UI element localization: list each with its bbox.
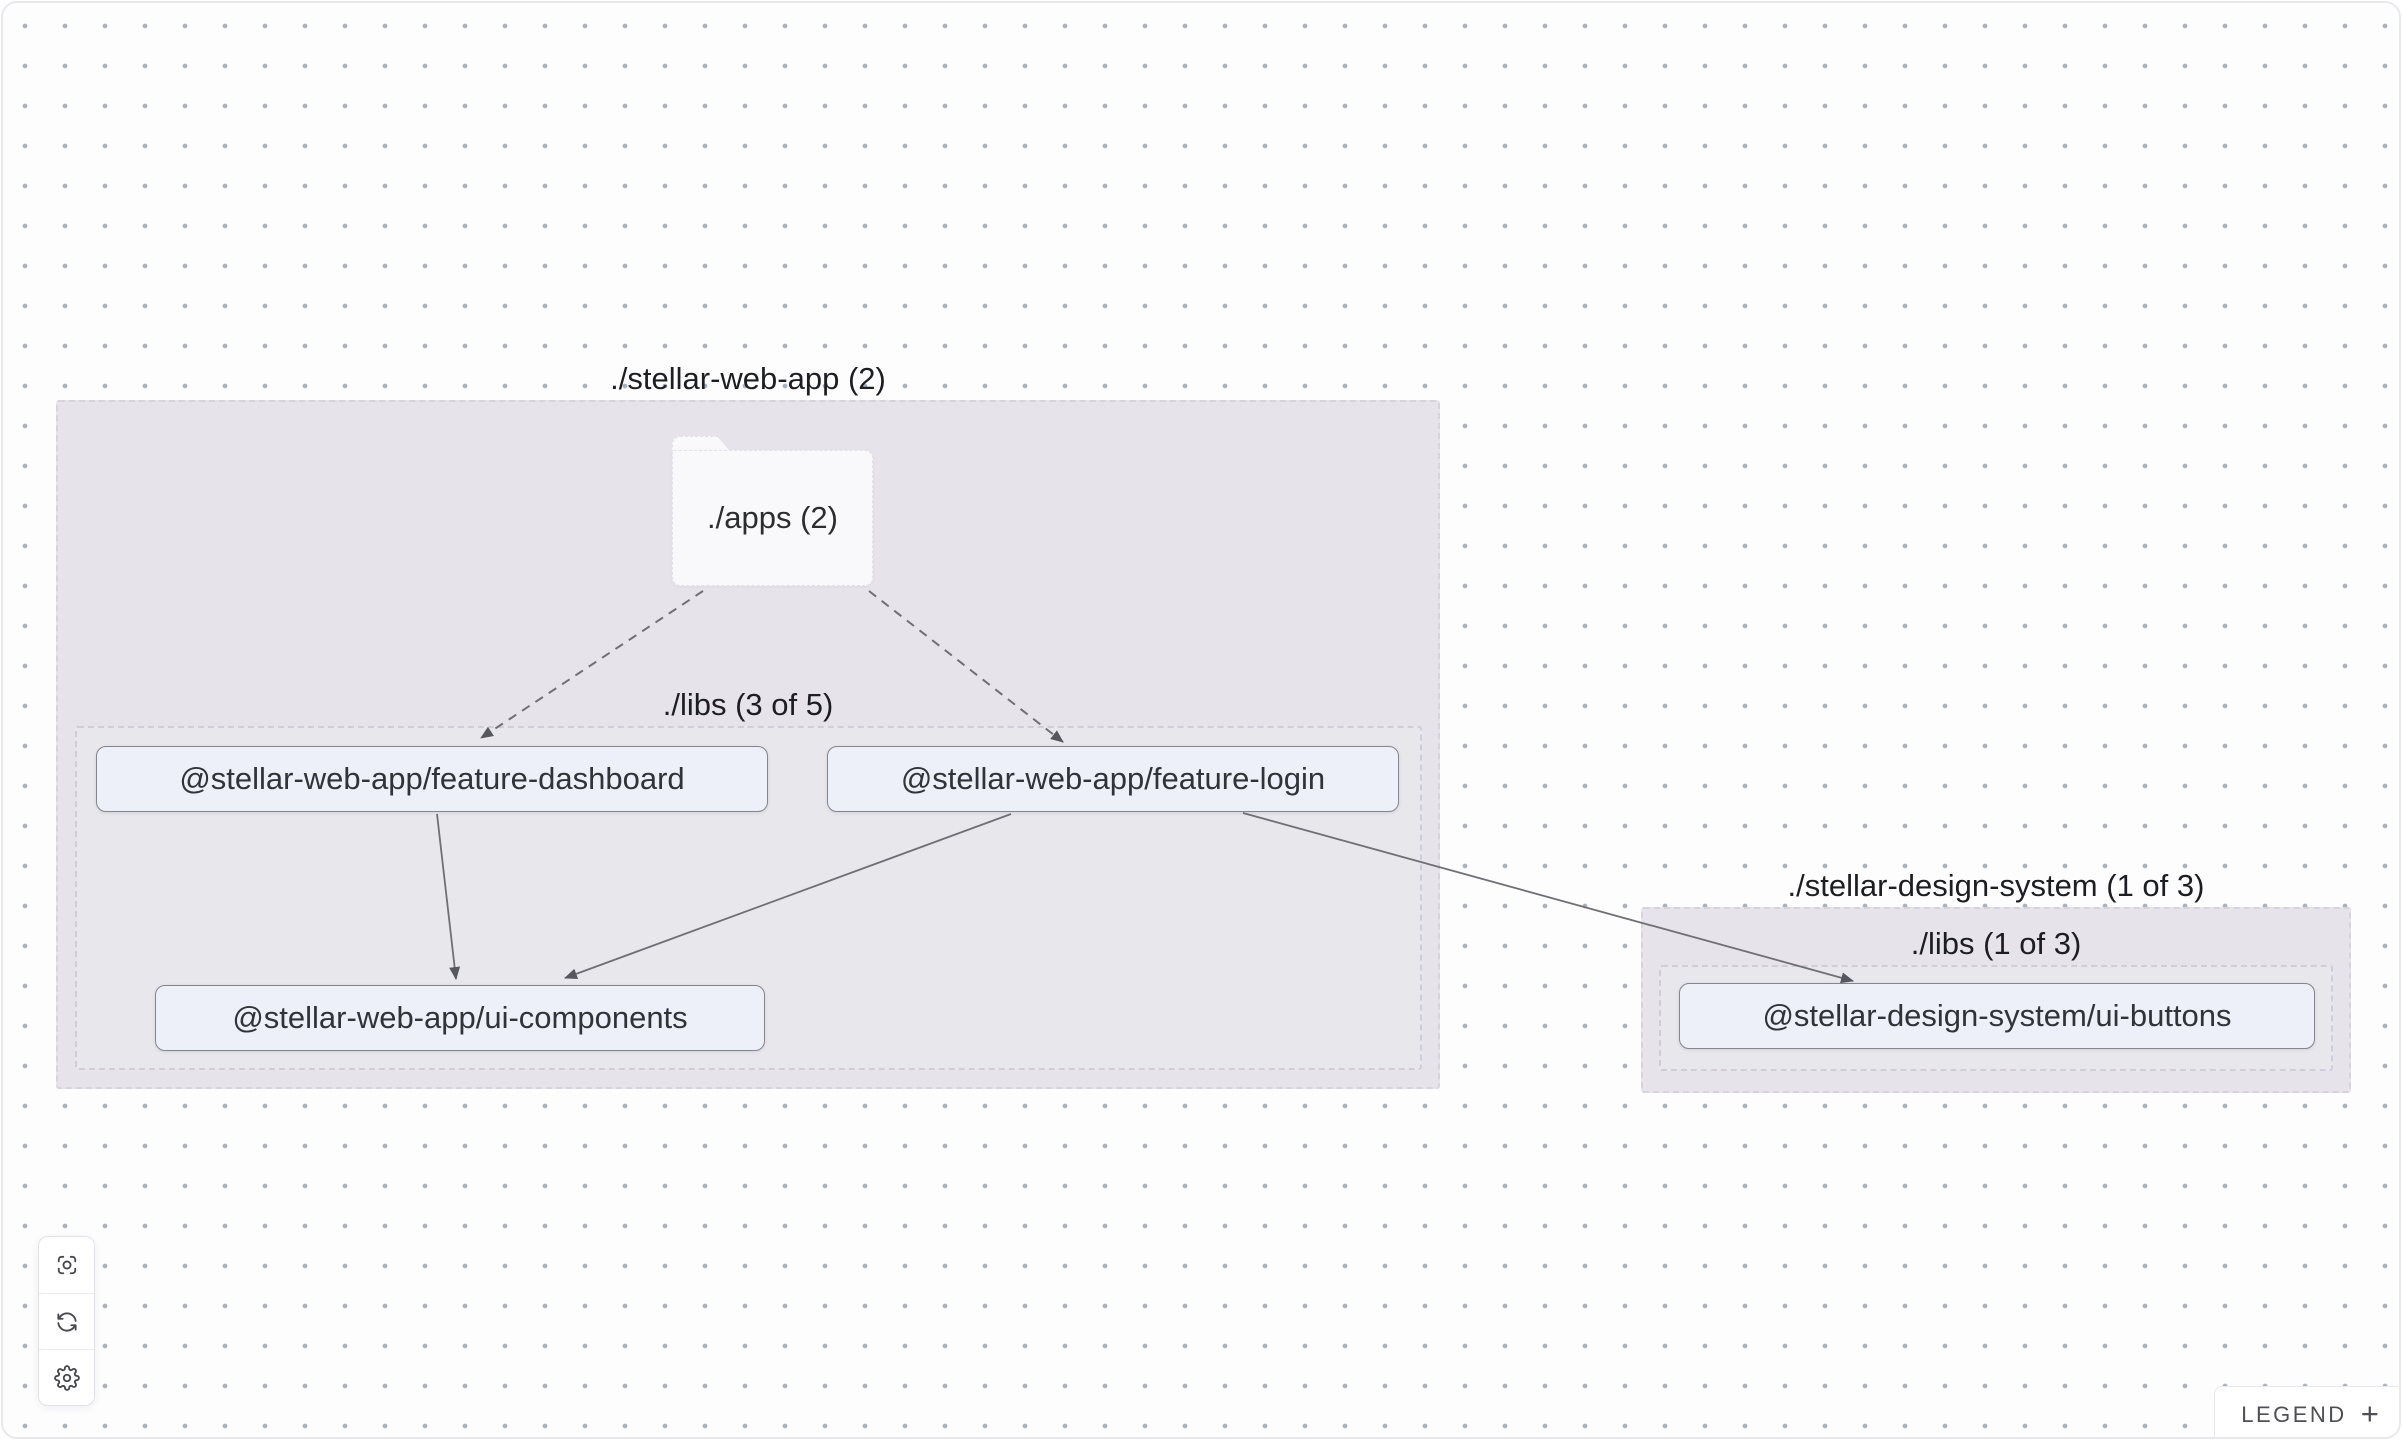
legend-expand-icon: +: [2360, 1396, 2379, 1431]
graph-toolbar: [38, 1236, 95, 1406]
focus-icon: [57, 1255, 76, 1275]
project-node-feature-login[interactable]: @stellar-web-app/feature-login: [827, 746, 1399, 812]
folder-body: ./apps (2): [672, 450, 873, 586]
group-label-stellar-design-system: ./stellar-design-system (1 of 3): [1787, 868, 2205, 903]
settings-icon: [53, 1364, 80, 1391]
legend-label: LEGEND: [2241, 1402, 2347, 1427]
project-node-feature-dashboard[interactable]: @stellar-web-app/feature-dashboard: [96, 746, 768, 812]
settings-button[interactable]: [39, 1349, 94, 1405]
group-label-web-app-libs: ./libs (3 of 5): [662, 687, 834, 722]
folder-label: ./apps (2): [707, 500, 838, 535]
refresh-icon: [56, 1312, 77, 1331]
project-node-ui-buttons[interactable]: @stellar-design-system/ui-buttons: [1679, 983, 2315, 1049]
project-node-ui-components[interactable]: @stellar-web-app/ui-components: [155, 985, 765, 1051]
folder-node-apps[interactable]: ./apps (2): [672, 436, 873, 586]
legend-toggle[interactable]: LEGEND +: [2214, 1386, 2399, 1437]
focus-button[interactable]: [39, 1237, 94, 1293]
group-label-stellar-web-app: ./stellar-web-app (2): [610, 361, 886, 396]
group-label-design-system-libs: ./libs (1 of 3): [1910, 926, 2082, 961]
refresh-button[interactable]: [39, 1293, 94, 1349]
